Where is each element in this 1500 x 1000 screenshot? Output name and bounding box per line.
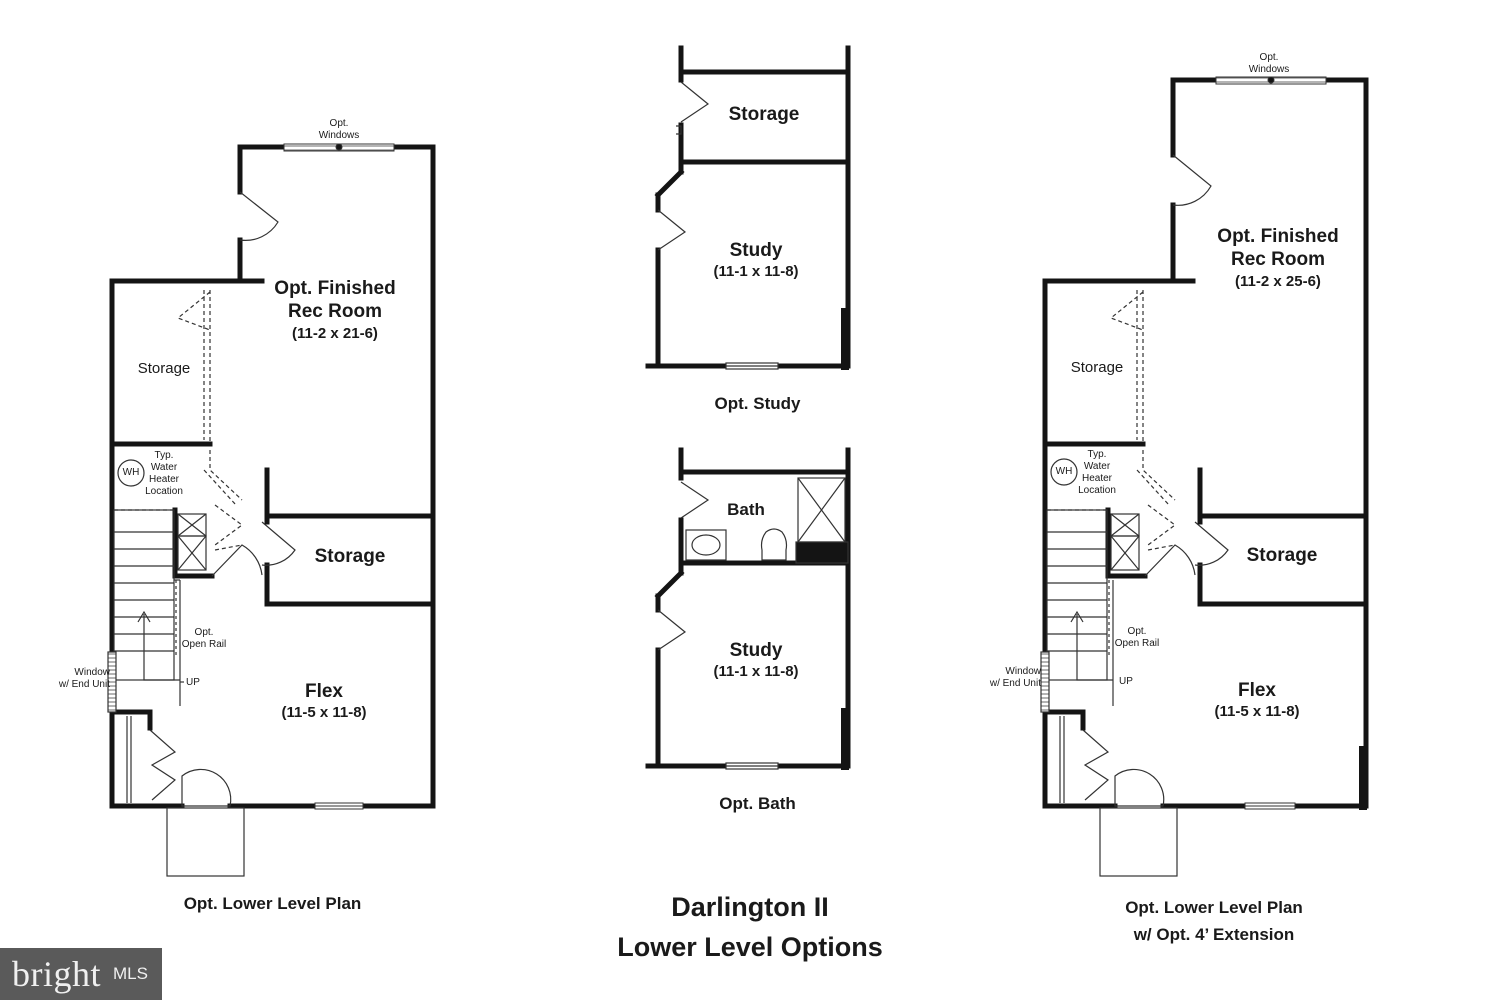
diagram-title: Darlington II Lower Level Options (617, 892, 883, 962)
plan-study-walls (645, 45, 851, 370)
right-storage-lower-label: Storage (1246, 545, 1318, 566)
bath-study-room-dimension: (11-1 x 11-8) (713, 663, 799, 680)
flex-room-dimension: (11-5 x 11-8) (281, 704, 367, 721)
rec-room-dimension: (11-2 x 21-6) (292, 325, 378, 342)
bath-label: Bath (727, 500, 765, 519)
storage-lower-label: Storage (314, 546, 386, 567)
bright-mls-logo: bright MLS (0, 948, 162, 1000)
plan-study-caption: Opt. Study (714, 394, 801, 413)
logo-brand-text: bright (12, 954, 101, 994)
window-end-unit-label: Window w/ End Unit (58, 667, 110, 690)
rec-room-name: Opt. Finished Rec Room (274, 278, 396, 322)
stairs-up-label: UP (186, 677, 200, 688)
flex-room-name: Flex (304, 681, 344, 702)
study-storage-label: Storage (728, 104, 800, 125)
plan-left-walls (109, 144, 436, 809)
right-water-heater-symbol: WH (1055, 466, 1073, 477)
right-opt-windows-label: Opt. Windows (1248, 52, 1290, 75)
right-flex-room-name: Flex (1237, 680, 1277, 701)
plan-left-windows (283, 143, 395, 810)
plan-right-caption: Opt. Lower Level Plan w/ Opt. 4’ Extensi… (1125, 898, 1303, 944)
plan-bath-caption: Opt. Bath (719, 794, 796, 813)
study-room-dimension: (11-1 x 11-8) (713, 263, 799, 280)
right-stairs-up-label: UP (1119, 676, 1133, 687)
plan-study-details (657, 81, 779, 370)
right-storage-upper-label: Storage (1070, 359, 1124, 376)
plan-right-windows (1215, 76, 1327, 810)
water-heater-symbol: WH (122, 467, 140, 478)
plan-left-caption: Opt. Lower Level Plan (183, 894, 362, 913)
right-flex-room-dimension: (11-5 x 11-8) (1214, 703, 1300, 720)
opt-windows-label: Opt. Windows (318, 118, 360, 141)
logo-suffix-text: MLS (113, 964, 148, 983)
right-water-heater-note: Typ. Water Heater Location (1078, 449, 1116, 496)
right-open-rail-label: Opt. Open Rail (1114, 626, 1160, 649)
plan-right-details (1040, 154, 1229, 877)
bath-study-room-name: Study (729, 640, 783, 661)
plan-bath-walls (645, 447, 851, 770)
right-rec-room-dimension: (11-2 x 25-6) (1235, 273, 1321, 290)
plan-bath-details (657, 477, 849, 770)
right-rec-room-name: Opt. Finished Rec Room (1217, 226, 1339, 270)
open-rail-label: Opt. Open Rail (181, 627, 227, 650)
plan-right-walls (1042, 77, 1369, 810)
water-heater-note: Typ. Water Heater Location (145, 450, 183, 497)
right-window-end-unit-label: Window w/ End Unit (989, 666, 1041, 689)
storage-upper-label: Storage (137, 360, 191, 377)
study-room-name: Study (729, 240, 783, 261)
plan-left-details (107, 191, 296, 877)
